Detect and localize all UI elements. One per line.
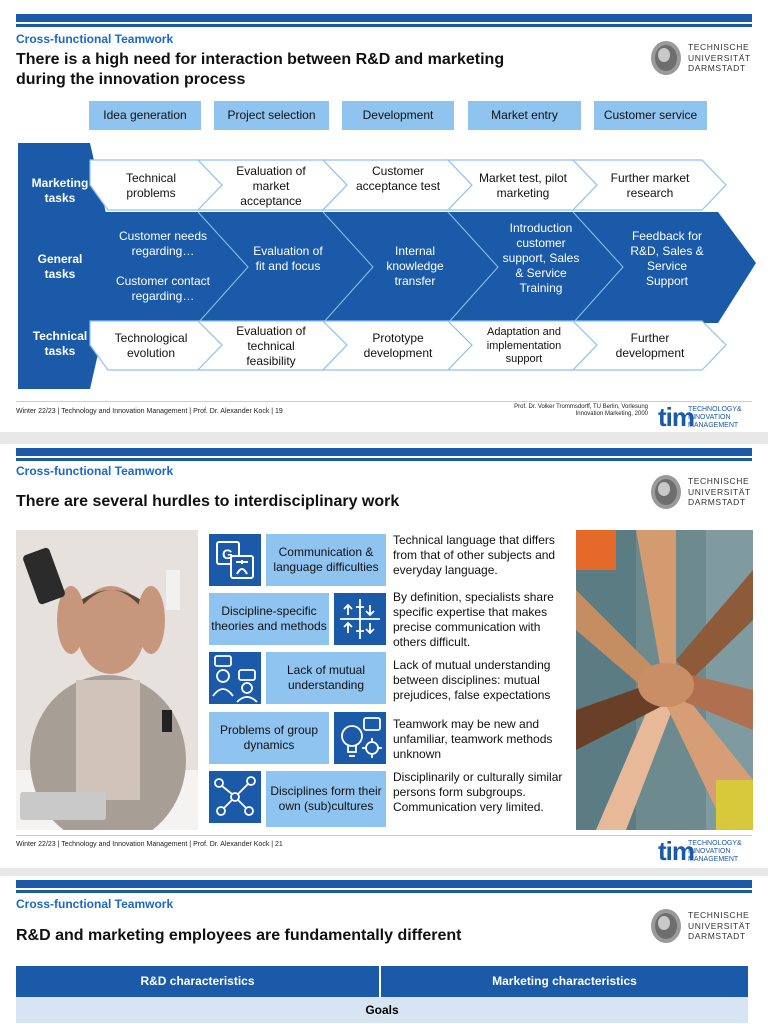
marketing-cell: Customer acceptance test [355, 164, 441, 193]
row-label-marketing: Marketing tasks [31, 176, 89, 205]
translate-icon: G [209, 534, 261, 586]
slide-gap [0, 868, 768, 876]
top-bar [16, 14, 752, 24]
stressed-man-photo [16, 530, 198, 830]
footer-rule [16, 401, 752, 402]
hurdle-description: Teamwork may be new and unfamiliar, team… [393, 717, 553, 761]
tud-wordmark: TECHNISCHE UNIVERSITÄT DARMSTADT [688, 42, 751, 73]
tim-logo: tim TECHNOLOGY& INNOVATION MANAGEMENT [658, 402, 742, 432]
technical-cell: Prototype development [363, 331, 433, 360]
hurdle-description: Lack of mutual understanding between dis… [393, 658, 551, 702]
tu-darmstadt-logo: TECHNISCHE UNIVERSITÄT DARMSTADT [650, 908, 750, 944]
hurdle-label: Communication & language difficulties [266, 534, 386, 586]
title-line-1: There is a high need for interaction bet… [16, 51, 505, 68]
technical-cell: Technological evolution [114, 331, 188, 360]
general-cell: Evaluation of fit and focus [253, 244, 323, 273]
general-cell: Internal knowledge transfer [386, 244, 444, 288]
top-bar [16, 880, 752, 890]
section-label: Cross-functional Teamwork [16, 32, 174, 46]
seal-icon [651, 41, 681, 75]
page-title: There is a high need for interaction bet… [16, 50, 504, 90]
row-label-technical: Technical tasks [32, 329, 88, 358]
hurdle-label: Problems of group dynamics [209, 712, 329, 764]
slide-gap [0, 432, 768, 444]
people-dialogue-icon [209, 652, 261, 704]
general-cell: Customer needs regarding… [118, 229, 208, 258]
process-diagram [18, 143, 756, 389]
footer-text: Winter 22/23 | Technology and Innovation… [16, 408, 283, 415]
tud-wordmark: TECHNISCHE UNIVERSITÄT DARMSTADT [688, 476, 751, 507]
slide-3: Cross-functional Teamwork R&D and market… [0, 876, 768, 1024]
lightbulb-gear-icon [334, 712, 386, 764]
hurdle-description: Technical language that differs from tha… [393, 533, 556, 577]
marketing-cell: Market test, pilot marketing [478, 171, 568, 200]
column-header-marketing: Marketing characteristics [381, 966, 748, 997]
marketing-cell: Technical problems [125, 171, 177, 200]
page-title: R&D and marketing employees are fundamen… [16, 927, 462, 944]
marketing-cell: Further market research [610, 171, 690, 200]
hurdle-label: Discipline-specific theories and methods [209, 593, 329, 645]
general-cell: Introduction customer support, Sales & S… [502, 221, 580, 295]
footer-text: Winter 22/23 | Technology and Innovation… [16, 841, 283, 848]
slide-1: Cross-functional Teamwork There is a hig… [0, 0, 768, 432]
hurdle-description: By definition, specialists share specifi… [393, 590, 554, 649]
phase-idea-generation: Idea generation [89, 101, 201, 130]
seal-icon [651, 909, 681, 943]
section-label: Cross-functional Teamwork [16, 464, 174, 478]
hurdle-description: Disciplinarily or culturally similar per… [393, 770, 563, 814]
svg-text:G: G [222, 546, 233, 562]
phase-project-selection: Project selection [214, 101, 329, 130]
source-note: Prof. Dr. Volker Trommsdorff, TU Berlin,… [514, 404, 648, 417]
tim-logo: tim TECHNOLOGY& INNOVATION MANAGEMENT [658, 836, 742, 866]
tu-darmstadt-logo: TECHNISCHE UNIVERSITÄT DARMSTADT [650, 40, 750, 76]
phase-development: Development [342, 101, 454, 130]
hurdle-label: Disciplines form their own (sub)cultures [266, 771, 386, 827]
technical-cell: Adaptation and implementation support [486, 326, 562, 365]
hurdle-label: Lack of mutual understanding [266, 652, 386, 704]
arrows-grid-icon [334, 593, 386, 645]
general-cell: Feedback for R&D, Sales & Service Suppor… [630, 229, 704, 288]
tu-darmstadt-logo: TECHNISCHE UNIVERSITÄT DARMSTADT [650, 474, 750, 510]
tud-wordmark: TECHNISCHE UNIVERSITÄT DARMSTADT [688, 910, 751, 941]
phase-customer-service: Customer service [594, 101, 707, 130]
phase-market-entry: Market entry [468, 101, 581, 130]
section-label: Cross-functional Teamwork [16, 897, 174, 911]
general-cell: Customer contact regarding… [115, 274, 211, 303]
title-line-2: during the innovation process [16, 71, 246, 88]
technical-cell: Evaluation of technical feasibility [236, 324, 306, 368]
team-hands-photo [576, 530, 753, 830]
table-section-goals: Goals [16, 997, 748, 1023]
technical-cell: Further development [615, 331, 685, 360]
marketing-cell: Evaluation of market acceptance [236, 164, 306, 208]
row-label-general: General tasks [37, 252, 83, 281]
column-header-rd: R&D characteristics [16, 966, 379, 997]
network-icon [209, 771, 261, 823]
slide-2: Cross-functional Teamwork There are seve… [0, 444, 768, 868]
page-title: There are several hurdles to interdiscip… [16, 493, 400, 510]
footer-rule [16, 835, 752, 836]
top-bar [16, 448, 752, 458]
seal-icon [651, 475, 681, 509]
